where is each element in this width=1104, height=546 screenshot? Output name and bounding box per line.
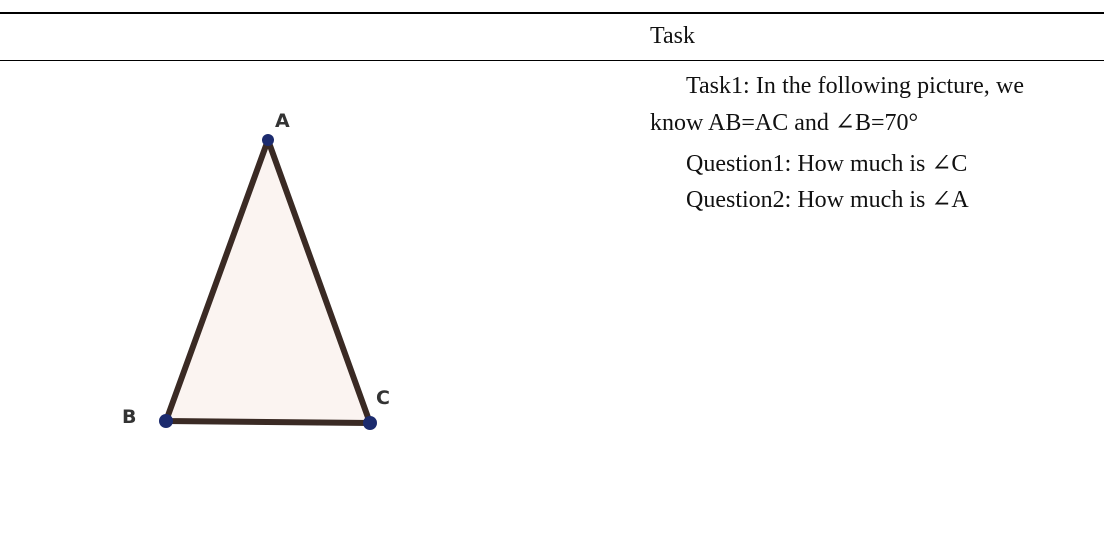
task-paragraph: Task1: In the following picture, we know… xyxy=(650,73,1024,136)
point-c xyxy=(363,416,377,430)
column-header-task: Task xyxy=(650,23,695,49)
triangle-abc xyxy=(163,137,373,426)
triangle-figure: A B C xyxy=(100,95,420,445)
point-a xyxy=(262,134,274,146)
top-rule xyxy=(0,12,1104,14)
triangle-diagram: A B C xyxy=(122,110,390,430)
header-rule xyxy=(0,60,1104,61)
point-b xyxy=(159,414,173,428)
question-2: Question2: How much is ∠A xyxy=(686,187,969,213)
vertex-label-a: A xyxy=(275,110,290,132)
vertex-label-b: B xyxy=(122,406,136,428)
task-content: Task1: In the following picture, we know… xyxy=(650,68,1024,218)
question-1: Question1: How much is ∠C xyxy=(686,151,968,177)
vertex-label-c: C xyxy=(376,387,390,409)
